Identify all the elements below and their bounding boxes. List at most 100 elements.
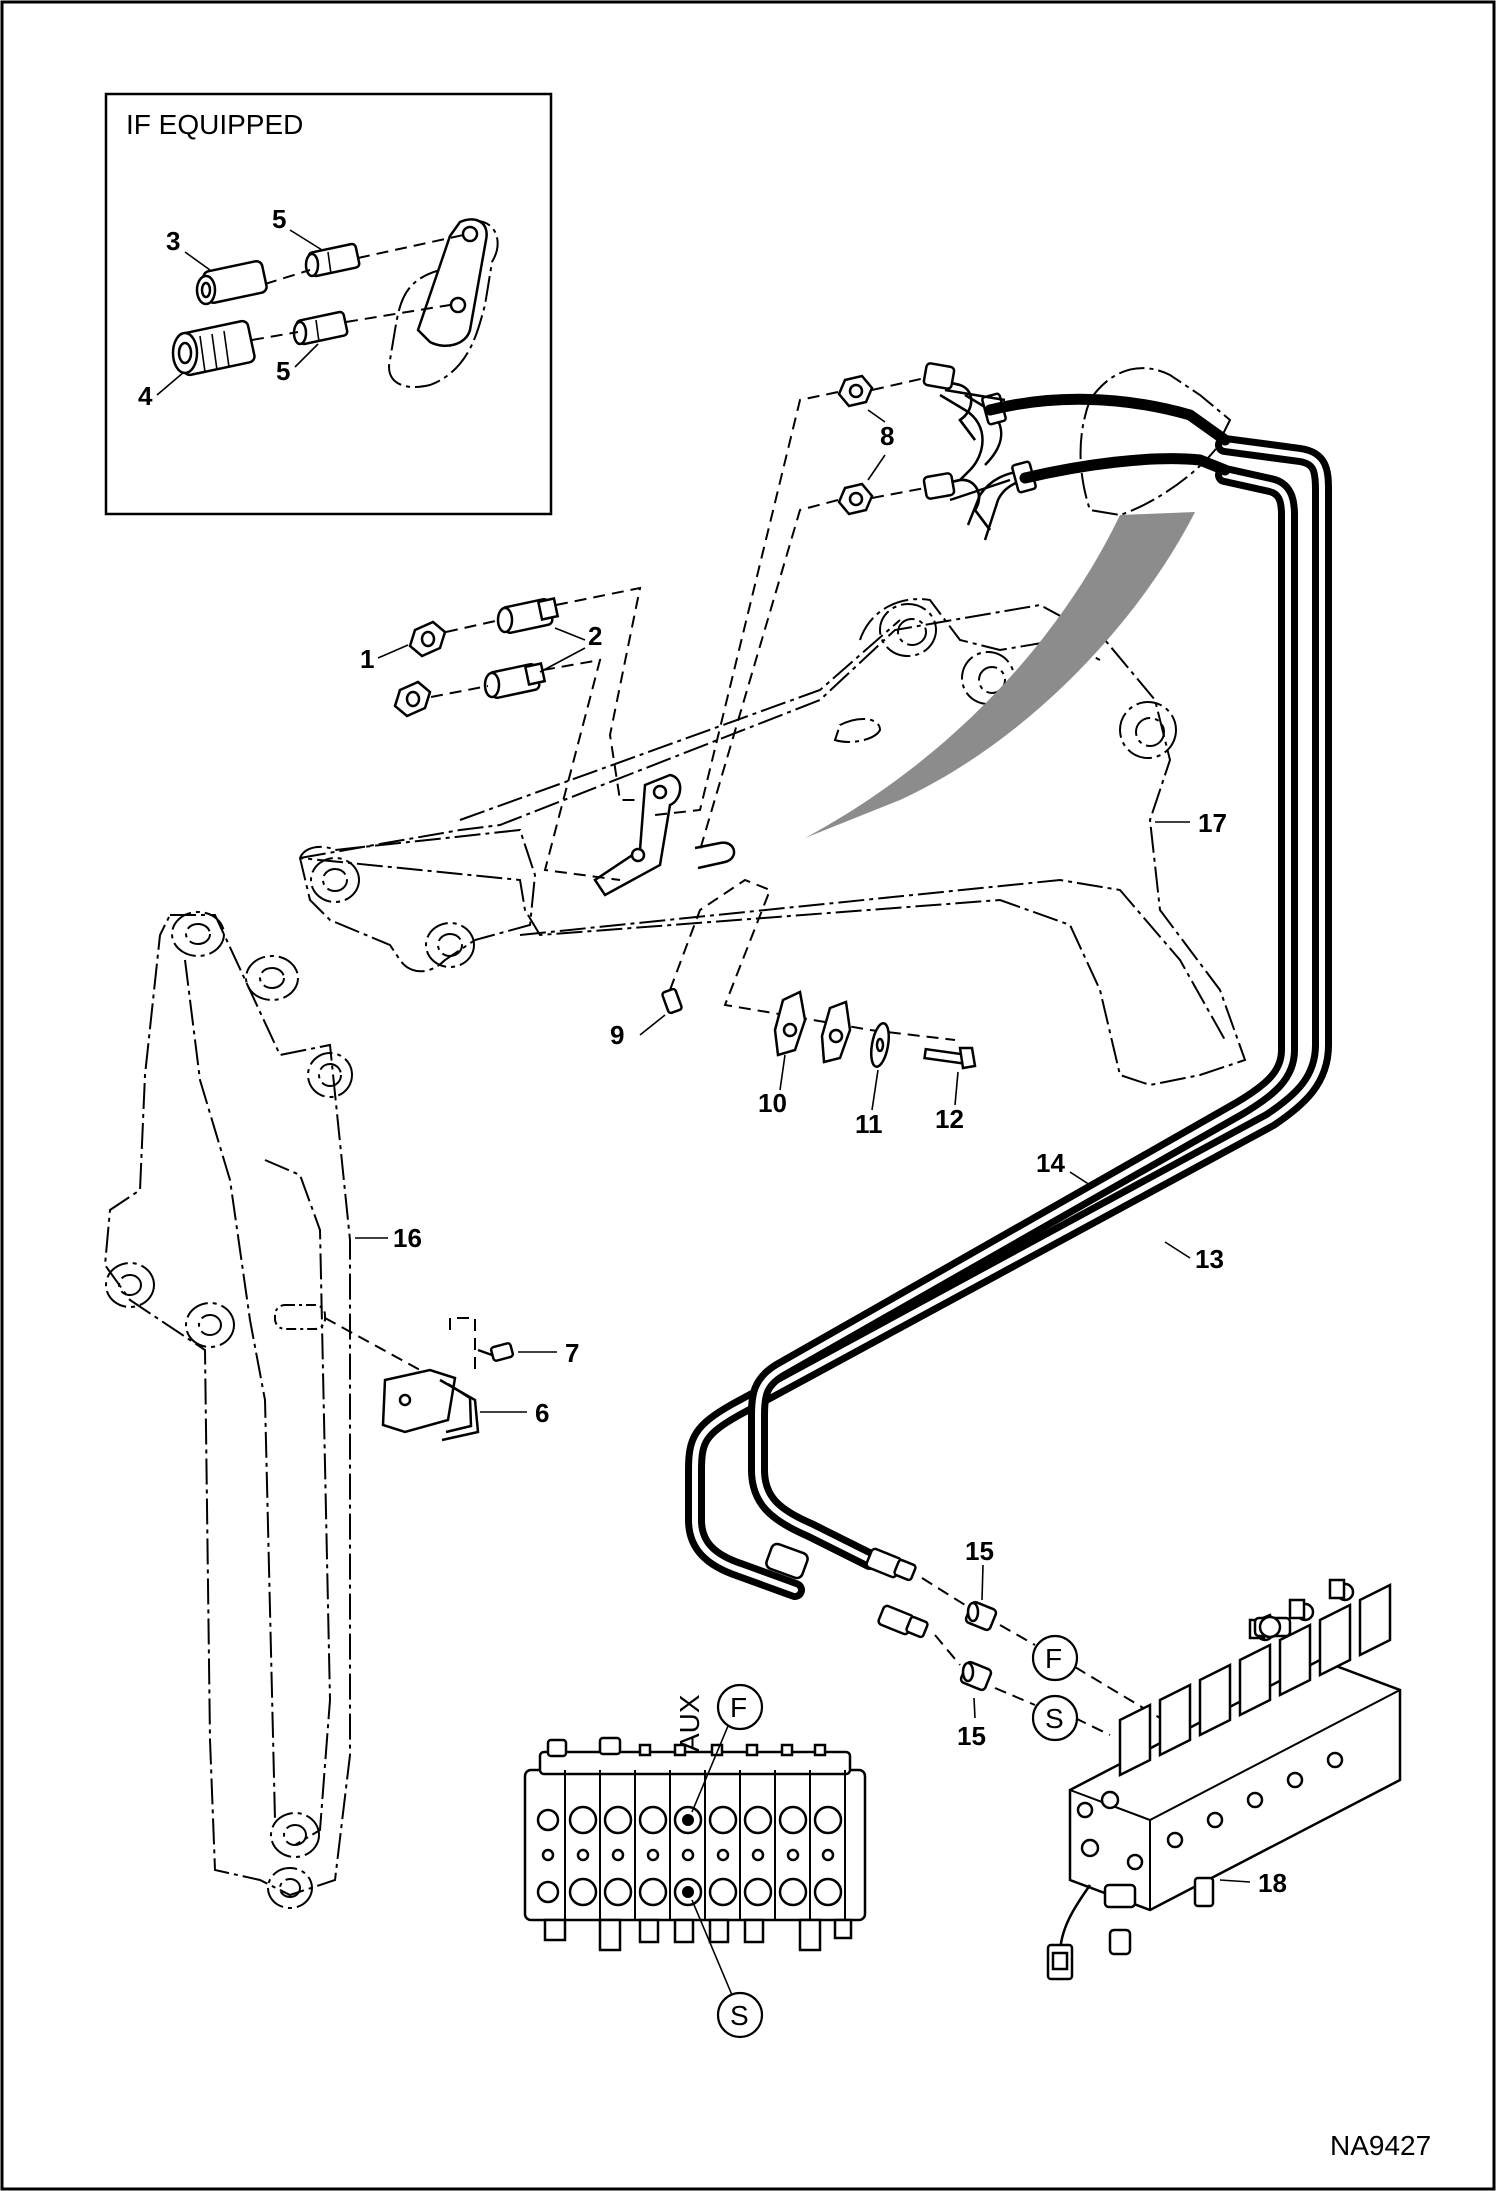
port-marker-f-detail [716,1683,764,1731]
coupler-3 [195,259,268,306]
boom-cutout [833,718,882,743]
boom-lower-edge [519,878,1226,1041]
steel-tubes [922,362,1037,541]
callout-11: 11 [855,1109,883,1139]
nut-8-assembly-line-upper [654,391,839,816]
callout-10: 10 [758,1088,787,1118]
nut-8-lower [837,482,874,516]
arm-inner-edge-2 [184,959,276,1821]
callout-5-lower: 5 [276,356,290,386]
boom-clamp-u [694,841,736,870]
inset-title: IF EQUIPPED [126,109,303,140]
boom-pin-top [879,603,937,657]
hose-boom-upper [984,393,1231,446]
boom-pin-foot [1119,701,1177,759]
adapter-15-assembly-line-2 [934,1634,1111,1736]
arm-pin-mid [307,1052,353,1098]
arm-pin-top [171,911,225,957]
boom-nose-pin-2 [425,922,475,968]
boom-hose-clamp-plate [593,773,682,897]
adapter-2-lower [483,662,547,700]
inset-bracket-hole-upper [461,225,479,243]
port-label-s-main: S [1045,1703,1064,1734]
inset-bracket-plate [416,218,488,347]
bolt-7 [477,1342,515,1362]
adapter-15-lower [959,1660,993,1692]
port-label-f-detail: F [730,1692,747,1723]
clamp-assembly-line [669,878,956,1041]
callout-4: 4 [138,381,153,411]
arm-pin-upper [245,955,299,1001]
drawing-number: NA9427 [1330,2130,1431,2161]
valve-spools [1118,1582,1392,1778]
arm-outline [103,914,351,1897]
callout-17: 17 [1198,808,1227,838]
nut-1-upper [408,620,447,658]
port-marker-f-main [1031,1634,1079,1682]
coupler-4 [171,319,256,377]
valve-detail-front [523,1736,867,1952]
callout-13: 13 [1195,1244,1224,1274]
hose-boom-lower [1019,453,1231,484]
callout-12: 12 [935,1104,964,1134]
boom-upper-edge [459,619,901,821]
boom-nose-pin-1 [310,857,360,903]
arm-pin-center [185,1302,235,1348]
callout-16: 16 [393,1223,422,1253]
clamp-half-10-left [773,990,807,1057]
callout-9: 9 [610,1020,624,1050]
inset-bracket-hole-lower [449,296,467,314]
valve-top-knobs [546,1736,827,1758]
tube-nut-dash [871,377,926,499]
port-label-s-detail: S [730,2000,749,2031]
hose-end-upper [865,1547,917,1582]
boom-top-casting [859,598,1101,661]
bolt-12 [923,1046,977,1070]
dipper-arm-16 [103,911,353,1909]
boom-cylinder-shade [805,512,1195,838]
hose-13 [748,465,1298,1570]
inset-box [104,92,553,516]
callout-8: 8 [880,421,894,451]
inset-if-equipped: IF EQUIPPED [104,92,553,516]
callout-18: 18 [1258,1868,1287,1898]
port-marker-s-main [1031,1694,1079,1742]
callout-6: 6 [535,1398,549,1428]
inset-assembly-line-upper [264,233,469,285]
callout-15-lower: 15 [957,1721,986,1751]
boom-nose [298,828,537,973]
fitting-assembly-line-lower [430,658,621,881]
adapter-2-upper [496,597,560,635]
arm-pin-bottom [270,1812,320,1858]
arm-pin-left [105,1262,155,1308]
bolt-7-assembly-line [449,1317,476,1370]
adapter-5-lower [292,310,349,346]
port-marker-s-detail [716,1991,764,2039]
hose-14 [685,435,1332,1600]
arm-pin-tip [267,1867,313,1909]
callout-2: 2 [588,621,602,651]
washer-11 [869,1022,891,1068]
valve-bottom-fittings [543,1918,853,1952]
arm-mount-pad [274,1304,326,1330]
adapter-15-upper [964,1600,998,1632]
callout-1: 1 [360,644,374,674]
hose-end-lower [877,1604,929,1639]
tube-casting-outline [1079,367,1232,517]
arm-inner-edge [264,1159,332,1846]
callout-14: 14 [1036,1148,1065,1178]
boom-17 [298,598,1247,1087]
hose-sleeve [765,1542,809,1580]
valve-ports-bottom-row [536,1877,843,1907]
control-valve-18 [1046,1578,1402,1981]
valve-ports-top-row [536,1805,843,1835]
fitting-assembly-line-upper [445,586,642,801]
callout-7: 7 [565,1338,579,1368]
callout-3: 3 [166,226,180,256]
inset-assembly-line-lower [251,303,457,341]
clamp-half-10-right [820,1000,852,1064]
inset-bracket-outline [388,219,499,388]
nut-8-upper [837,374,874,408]
